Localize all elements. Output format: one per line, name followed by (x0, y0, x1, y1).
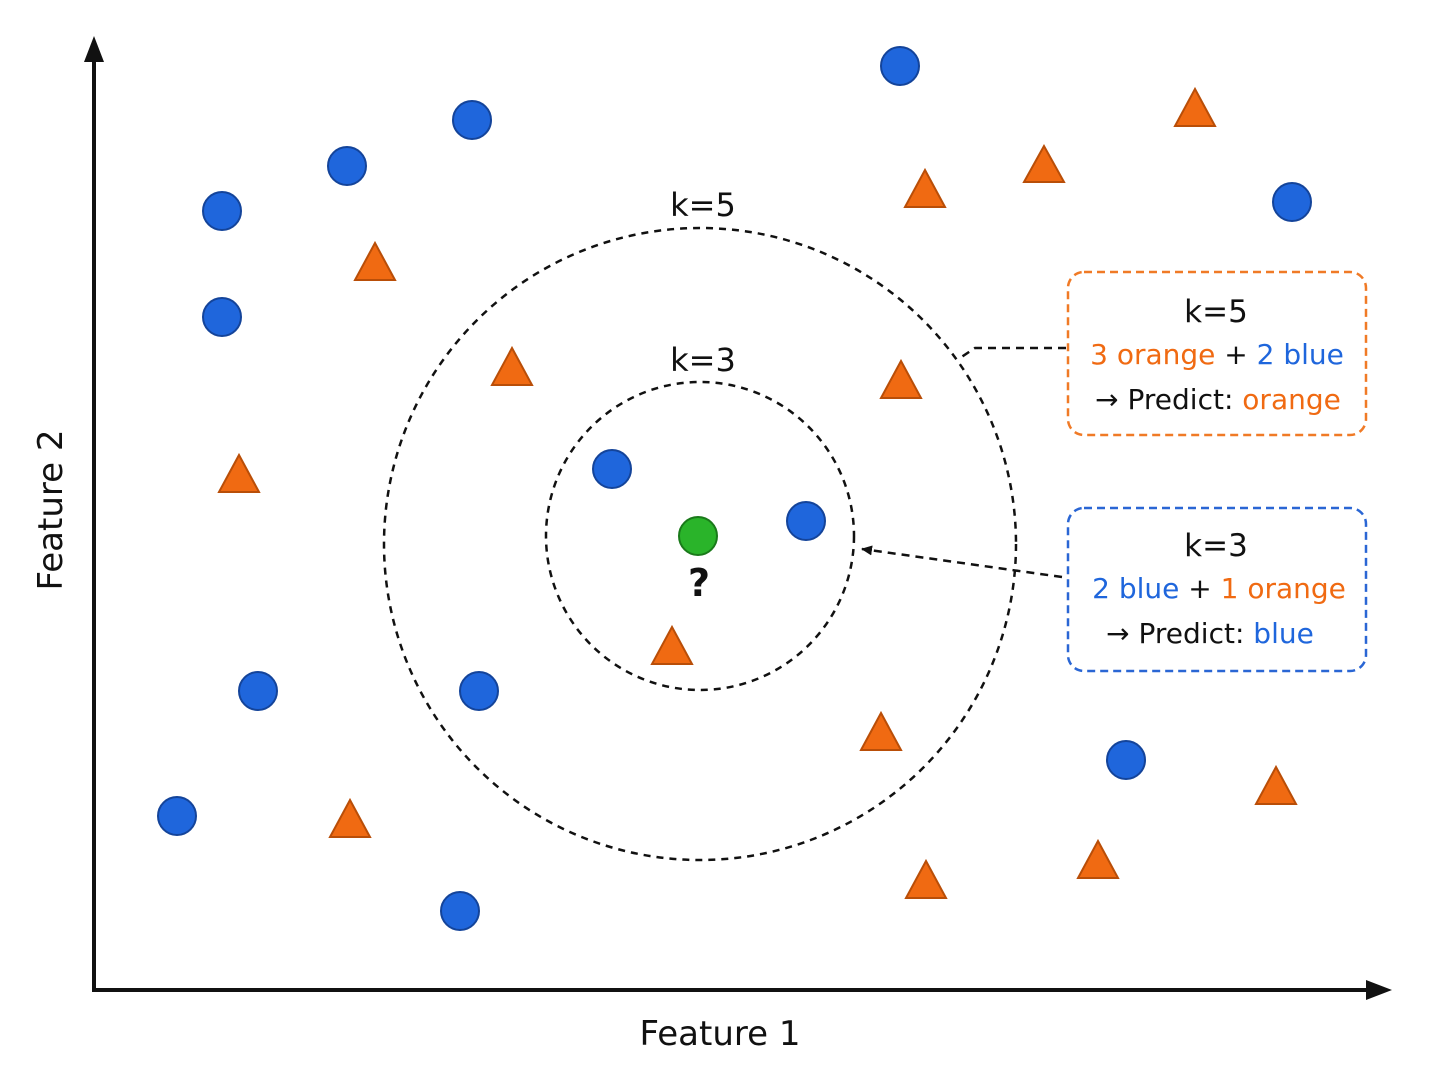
y-axis-title: Feature 2 (31, 430, 71, 591)
k5-neighborhood-ring (382, 226, 1018, 862)
orange-point (1173, 86, 1217, 127)
query-point-label: ? (688, 561, 710, 605)
k5-vote-count: 3 orange + 2 blue (1090, 338, 1344, 371)
k3-connector-arrow (861, 545, 1063, 579)
orange-point (1254, 764, 1298, 805)
k5-annotation-box: k=5 3 orange + 2 blue → Predict: orange (1066, 270, 1368, 437)
x-axis-title: Feature 1 (640, 1014, 801, 1054)
blue-point (157, 796, 197, 836)
k5-predict-value: orange (1242, 383, 1341, 416)
k3-annotation-box: k=3 2 blue + 1 orange → Predict: blue (1066, 506, 1368, 673)
blue-point (327, 146, 367, 186)
k5-blue-count: 2 blue (1257, 338, 1344, 371)
x-axis-arrowhead (1366, 980, 1392, 1000)
k5-predict-prefix: → Predict: (1095, 383, 1242, 416)
blue-point (1106, 740, 1146, 780)
k5-box-border (1066, 270, 1368, 437)
k3-vote-count: 2 blue + 1 orange (1092, 572, 1346, 605)
k3-orange-count: 1 orange (1221, 572, 1346, 605)
blue-point (202, 191, 242, 231)
k3-prediction: → Predict: blue (1106, 617, 1314, 650)
blue-point (592, 449, 632, 489)
k5-plus: + (1215, 338, 1256, 371)
orange-point (904, 858, 948, 899)
orange-point (490, 345, 534, 386)
k5-ring-label: k=5 (670, 186, 736, 224)
orange-point (1022, 143, 1066, 183)
k5-box-title: k=5 (1184, 294, 1248, 330)
orange-point (328, 797, 372, 838)
blue-point (459, 671, 499, 711)
blue-point (202, 297, 242, 337)
k3-box-title: k=3 (1184, 528, 1248, 564)
query-point (678, 516, 718, 556)
k3-plus: + (1179, 572, 1220, 605)
k5-connector-line (959, 346, 1066, 360)
k3-ring-label: k=3 (670, 341, 736, 379)
orange-point (217, 452, 261, 493)
orange-point (650, 624, 694, 665)
blue-point (786, 501, 826, 541)
blue-point (880, 46, 920, 86)
k5-prediction: → Predict: orange (1095, 383, 1341, 416)
blue-point (440, 891, 480, 931)
k3-neighborhood-ring (544, 380, 856, 692)
blue-point (1272, 182, 1312, 222)
blue-point (452, 100, 492, 140)
orange-point (1076, 838, 1120, 879)
orange-point (859, 710, 903, 751)
blue-point (238, 671, 278, 711)
orange-point (903, 167, 947, 208)
orange-point (353, 240, 397, 281)
k3-predict-prefix: → Predict: (1106, 617, 1253, 650)
orange-point (879, 358, 923, 399)
blue-points (157, 46, 1312, 931)
y-axis-arrowhead (84, 36, 104, 62)
k3-box-border (1066, 506, 1368, 673)
k3-predict-value: blue (1253, 617, 1314, 650)
orange-points (217, 86, 1298, 899)
k5-orange-count: 3 orange (1090, 338, 1215, 371)
k3-blue-count: 2 blue (1092, 572, 1179, 605)
axes (84, 36, 1392, 1000)
